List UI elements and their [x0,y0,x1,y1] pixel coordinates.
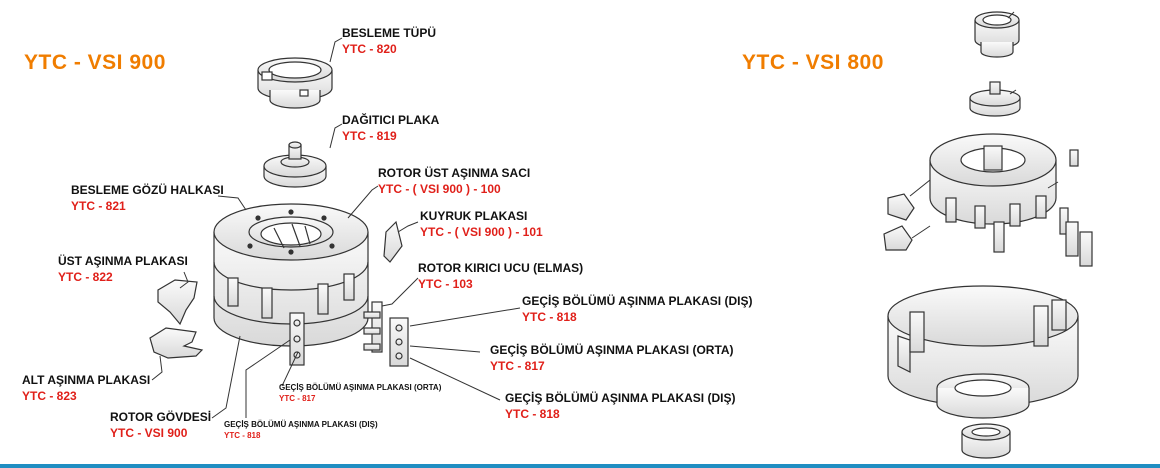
tail-plate-part [383,220,403,263]
label-rotor-tip-code: YTC - 103 [418,277,473,291]
label-feed-tube-name: BESLEME TÜPÜ [342,26,437,40]
label-transition-middle-code: YTC - 817 [490,359,545,373]
distribution-plate-part [263,141,327,188]
upper-wear-plate-part [157,279,198,326]
label-rotor-top-wear-sheet-name: ROTOR ÜST AŞINMA SACI [378,166,531,180]
vsi800-wear-plates [883,193,1093,267]
vsi800-hub-part [961,423,1011,459]
bottom-accent-bar [0,464,1160,468]
label-tail-plate-code: YTC - ( VSI 900 ) - 101 [420,225,543,239]
label-transition-outer-bottom-name: GEÇİŞ BÖLÜMÜ AŞINMA PLAKASI (DIŞ) [505,391,736,405]
label-transition-outer-bottom-code: YTC - 818 [505,407,560,421]
rotor-tip-parts [363,301,383,353]
label-rotor-body-name: ROTOR GÖVDESİ [110,410,212,424]
label-upper-wear-plate-code: YTC - 822 [58,270,113,284]
label-distribution-plate-code: YTC - 819 [342,129,397,143]
rotor-body-part [213,203,369,347]
feed-tube-part [257,57,333,109]
label-rotor-top-wear-sheet-code: YTC - ( VSI 900 ) - 100 [378,182,501,196]
label-lower-wear-plate-name: ALT AŞINMA PLAKASI [22,373,151,387]
transition-plates-detached [389,317,409,367]
label-feed-tube-code: YTC - 820 [342,42,397,56]
label-transition-middle-name: GEÇİŞ BÖLÜMÜ AŞINMA PLAKASI (ORTA) [490,343,734,357]
vsi800-feed-tube-part [974,11,1020,58]
label-rotor-body-code: YTC - VSI 900 [110,426,188,440]
transition-plates-on-rotor [289,312,305,366]
label-transition-outer-top-code: YTC - 818 [522,310,577,324]
label-transition-middle-small-code: YTC - 817 [279,394,316,403]
label-upper-wear-plate-name: ÜST AŞINMA PLAKASI [58,254,188,268]
vsi800-rotor-top-part [929,133,1079,229]
label-transition-outer-top-name: GEÇİŞ BÖLÜMÜ AŞINMA PLAKASI (DIŞ) [522,294,753,308]
label-feed-eye-ring-code: YTC - 821 [71,199,126,213]
label-tail-plate-name: KUYRUK PLAKASI [420,209,528,223]
label-distribution-plate-name: DAĞITICI PLAKA [342,113,440,127]
label-transition-middle-small-name: GEÇİŞ BÖLÜMÜ AŞINMA PLAKASI (ORTA) [279,383,442,392]
vsi800-rotor-body-part [887,285,1079,419]
lower-wear-plate-part [149,327,204,359]
label-transition-outer-small-code: YTC - 818 [224,431,261,440]
label-feed-eye-ring-name: BESLEME GÖZÜ HALKASI [71,183,224,197]
label-transition-outer-small-name: GEÇİŞ BÖLÜMÜ AŞINMA PLAKASI (DIŞ) [224,420,378,429]
model-title-vsi800: YTC - VSI 800 [742,51,884,74]
label-rotor-tip-name: ROTOR KIRICI UCU (ELMAS) [418,261,584,275]
vsi800-distributor-part [969,81,1021,117]
label-lower-wear-plate-code: YTC - 823 [22,389,77,403]
model-title-vsi900: YTC - VSI 900 [24,51,166,74]
leader-lines [151,11,1059,419]
